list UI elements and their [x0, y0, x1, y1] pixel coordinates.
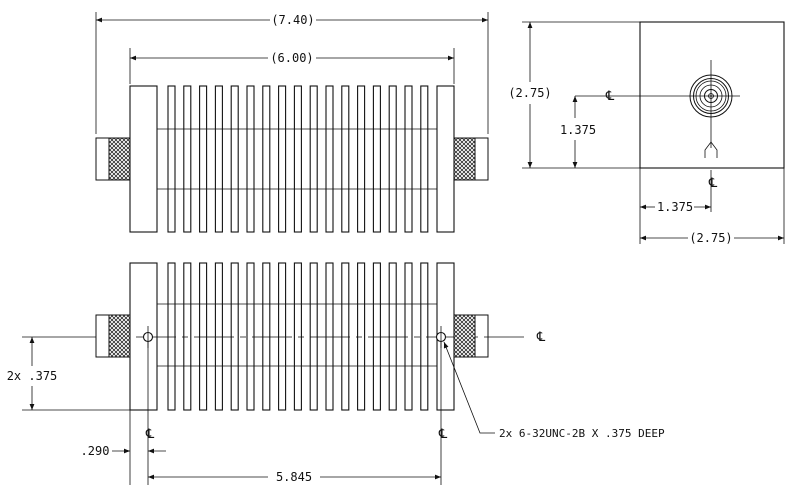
- heatsink-fin: [309, 85, 318, 233]
- heatsink-fin: [230, 85, 239, 233]
- heatsink-fin: [230, 262, 239, 411]
- hole-left-centerline-symbol: ℄: [145, 427, 155, 442]
- body-length-label: (6.00): [270, 51, 313, 65]
- hole-vert-label: 2x .375: [7, 369, 58, 383]
- side-left-connector: [95, 314, 131, 358]
- heatsink-fin: [167, 262, 176, 411]
- heatsink-fin: [420, 85, 429, 233]
- heatsink-fin: [404, 262, 413, 411]
- heatsink-fin: [341, 262, 350, 411]
- mount-hole-callout: 2x 6-32UNC-2B X .375 DEEP: [499, 427, 665, 440]
- end-view-outline: [639, 21, 785, 169]
- heatsink-fin: [262, 262, 271, 411]
- heatsink-fin: [325, 85, 334, 233]
- heatsink-fin: [309, 262, 318, 411]
- side-fins: [167, 262, 429, 411]
- heatsink-fin: [199, 262, 208, 411]
- heatsink-fin: [325, 262, 334, 411]
- hole-offset-label: .290: [81, 444, 110, 458]
- hole-right-centerline-symbol: ℄: [438, 427, 448, 442]
- side-centerline-symbol: ℄: [536, 330, 546, 345]
- heatsink-fin: [293, 262, 302, 411]
- top-right-end-plate: [436, 85, 455, 233]
- heatsink-fin: [388, 85, 397, 233]
- top-left-end-plate: [129, 85, 158, 233]
- hole-spacing-label: 5.845: [276, 470, 312, 484]
- heatsink-fin: [420, 262, 429, 411]
- heatsink-fin: [183, 85, 192, 233]
- end-height-label: (2.75): [508, 86, 551, 100]
- center-offset-label: 1.375: [657, 200, 693, 214]
- heatsink-fin: [372, 85, 381, 233]
- top-right-connector: [453, 137, 489, 181]
- center-height-label: 1.375: [560, 123, 596, 137]
- heatsink-fin: [372, 262, 381, 411]
- heatsink-fin: [262, 85, 271, 233]
- heatsink-fin: [278, 85, 287, 233]
- heatsink-fin: [199, 85, 208, 233]
- overall-length-label: (7.40): [271, 13, 314, 27]
- side-right-connector: [453, 314, 489, 358]
- heatsink-fin: [183, 262, 192, 411]
- heatsink-fin: [214, 262, 223, 411]
- heatsink-fin: [278, 262, 287, 411]
- top-view: (7.40) (6.00): [95, 12, 489, 233]
- heatsink-fin: [293, 85, 302, 233]
- heatsink-fin: [167, 85, 176, 233]
- end-view: ℄ ℄ (2.75) 1.375 1.375 (2.75): [508, 21, 785, 245]
- mount-hole-leader: [443, 341, 495, 434]
- mount-hole-right: [435, 326, 447, 348]
- top-left-connector: [95, 137, 131, 181]
- heatsink-fin: [341, 85, 350, 233]
- end-centerline-h-symbol: ℄: [605, 89, 615, 104]
- end-centerline-v-symbol: ℄: [708, 176, 718, 191]
- heatsink-fin: [357, 262, 366, 411]
- end-width-label: (2.75): [689, 231, 732, 245]
- top-fins: [167, 85, 429, 233]
- heatsink-fin: [404, 85, 413, 233]
- heatsink-fin: [357, 85, 366, 233]
- heatsink-fin: [388, 262, 397, 411]
- heatsink-fin: [246, 262, 255, 411]
- side-view: ℄ ℄ ℄ 2x .375 .290: [7, 262, 665, 485]
- heatsink-fin: [246, 85, 255, 233]
- heatsink-fin: [214, 85, 223, 233]
